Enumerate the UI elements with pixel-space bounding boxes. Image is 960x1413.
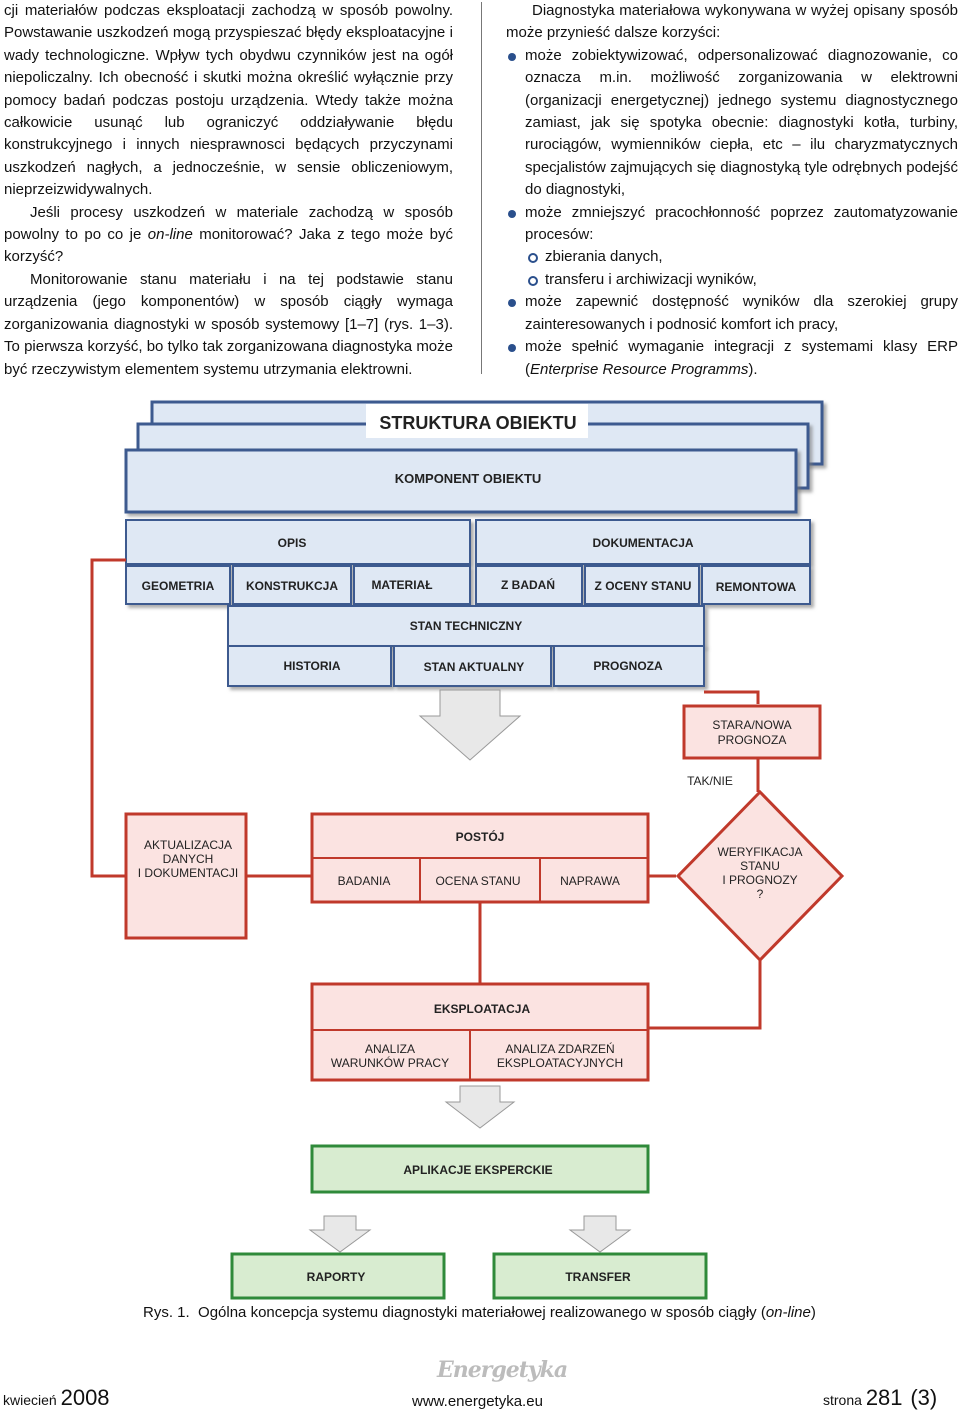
dokumentacja-box bbox=[475, 519, 811, 565]
prognoza-label: PROGNOZA bbox=[593, 659, 663, 673]
stara-nowa-label-2: PROGNOZA bbox=[718, 733, 787, 747]
down-arrow bbox=[418, 689, 522, 761]
footer-url[interactable]: www.energetyka.eu bbox=[412, 1393, 543, 1410]
stan-techniczny-label: STAN TECHNICZNY bbox=[410, 619, 522, 633]
material-label: MATERIAŁ bbox=[371, 578, 432, 592]
raporty-box bbox=[230, 1252, 446, 1300]
dokumentacja-label: DOKUMENTACJA bbox=[592, 536, 693, 550]
stan-techniczny-block: STAN TECHNICZNY HISTORIA STAN AKTUALNY P… bbox=[227, 605, 705, 687]
connector-top bbox=[704, 690, 760, 704]
arrow-to-aplikacje bbox=[444, 1085, 516, 1129]
feedback-line-left bbox=[90, 558, 126, 878]
arrow-to-transfer bbox=[568, 1215, 632, 1253]
footer-page: strona 281 (3) bbox=[823, 1385, 938, 1410]
opis-box bbox=[125, 519, 471, 565]
arrow-to-raporty bbox=[308, 1215, 372, 1253]
weryfikacja-label-2: STANU bbox=[740, 859, 780, 873]
analiza-warunkow-label-2: WARUNKÓW PRACY bbox=[331, 1055, 449, 1070]
right-intro: Diagnostyka materiałowa wykonywana w wyż… bbox=[506, 2, 958, 42]
analiza-zdarzen-label-1: ANALIZA ZDARZEŃ bbox=[505, 1041, 614, 1056]
tak-nie-label: TAK/NIE bbox=[687, 774, 733, 788]
analiza-zdarzen-label-2: EKSPLOATACYJNYCH bbox=[497, 1056, 623, 1070]
struktura-title: STRUKTURA OBIEKTU bbox=[379, 413, 576, 433]
raporty-label: RAPORTY bbox=[307, 1270, 366, 1284]
right-text-column: Diagnostyka materiałowa wykonywana w wyż… bbox=[506, 0, 958, 381]
figure-caption: Rys. 1. Ogólna koncepcja systemu diagnos… bbox=[143, 1304, 816, 1321]
prognoza-box bbox=[553, 645, 705, 687]
struktura-title-bg bbox=[366, 404, 588, 438]
paragraph-1: cji materiałów podczas eksploatacji zach… bbox=[4, 2, 453, 199]
weryfikacja-label-3: I PROGNOZY bbox=[722, 873, 797, 887]
connector-weryfikacja-eksploatacja bbox=[648, 960, 762, 1030]
z-badan-label: Z BADAŃ bbox=[501, 577, 555, 592]
aplikacje-label: APLIKACJE EKSPERCKIE bbox=[403, 1163, 552, 1177]
struktura-stack: STRUKTURA OBIEKTU KOMPONENT OBIEKTU bbox=[124, 400, 824, 514]
postoj-label: POSTÓJ bbox=[456, 829, 505, 844]
weryfikacja-label-4: ? bbox=[757, 887, 764, 901]
weryfikacja-label-1: WERYFIKACJA bbox=[717, 845, 802, 859]
stan-aktualny-label: STAN AKTUALNY bbox=[424, 660, 525, 674]
sub-item: transferu i archiwizacji wyników, bbox=[525, 269, 958, 291]
ocena-stanu-label: OCENA STANU bbox=[435, 874, 520, 888]
konstrukcja-box bbox=[232, 565, 352, 605]
analiza-warunkow-label-1: ANALIZA bbox=[365, 1042, 415, 1056]
system-diagram: STRUKTURA OBIEKTU KOMPONENT OBIEKTU OPIS… bbox=[90, 400, 845, 1300]
konstrukcja-label: KONSTRUKCJA bbox=[246, 579, 338, 593]
geometria-box bbox=[125, 565, 231, 605]
column-divider bbox=[481, 2, 482, 374]
paragraph-3: Monitorowanie stanu materiału i na tej p… bbox=[4, 270, 453, 378]
opis-label: OPIS bbox=[278, 536, 307, 550]
naprawa-label: NAPRAWA bbox=[560, 874, 620, 888]
stack-frame-3 bbox=[124, 448, 798, 514]
eksploatacja-block: EKSPLOATACJA ANALIZA WARUNKÓW PRACY ANAL… bbox=[310, 982, 650, 1082]
postoj-block: POSTÓJ BADANIA OCENA STANU NAPRAWA bbox=[310, 812, 650, 904]
stara-nowa-label-1: STARA/NOWA bbox=[712, 718, 791, 732]
footer-date: kwiecień 2008 bbox=[3, 1385, 110, 1410]
z-badan-box bbox=[475, 565, 583, 605]
benefits-list: może zobiektywizować, odpersonalizować d… bbox=[506, 45, 958, 381]
energetyka-logo: Energetyka bbox=[437, 1357, 568, 1383]
opis-block: OPIS GEOMETRIA KONSTRUKCJA MATERIAŁ bbox=[125, 519, 471, 605]
aktualizacja-label-3: I DOKUMENTACJI bbox=[138, 866, 238, 880]
historia-box bbox=[227, 645, 392, 687]
geometria-label: GEOMETRIA bbox=[142, 579, 215, 593]
historia-label: HISTORIA bbox=[283, 659, 340, 673]
komponent-label: KOMPONENT OBIEKTU bbox=[395, 471, 542, 486]
stara-nowa-box bbox=[682, 704, 822, 760]
stan-aktualny-box bbox=[393, 645, 552, 687]
transfer-box bbox=[492, 1252, 708, 1300]
remontowa-label: REMONTOWA bbox=[716, 580, 797, 594]
benefit-item: może zobiektywizować, odpersonalizować d… bbox=[506, 45, 958, 202]
aktualizacja-label-1: AKTUALIZACJA bbox=[144, 838, 232, 852]
remontowa-box bbox=[701, 565, 811, 605]
material-box bbox=[353, 565, 471, 605]
badania-label: BADANIA bbox=[338, 874, 391, 888]
z-oceny-box bbox=[584, 565, 700, 605]
sub-item: zbierania danych, bbox=[525, 246, 958, 268]
benefit-item: może zapewnić dostępność wyników dla sze… bbox=[506, 291, 958, 336]
aplikacje-box bbox=[310, 1144, 650, 1194]
aktualizacja-label-2: DANYCH bbox=[163, 852, 214, 866]
sub-list: zbierania danych, transferu i archiwizac… bbox=[525, 246, 958, 291]
benefit-item: może spełnić wymaganie integracji z syst… bbox=[506, 336, 958, 381]
stan-techniczny-box bbox=[227, 605, 705, 647]
dokumentacja-block: DOKUMENTACJA Z BADAŃ Z OCENY STANU REMON… bbox=[475, 519, 811, 605]
left-text-column: cji materiałów podczas eksploatacji zach… bbox=[4, 0, 453, 381]
z-oceny-label: Z OCENY STANU bbox=[595, 579, 692, 593]
benefit-item: może zmniejszyć pracochłonność poprzez z… bbox=[506, 202, 958, 292]
transfer-label: TRANSFER bbox=[565, 1270, 631, 1284]
paragraph-2: Jeśli procesy uszkodzeń w materiale zach… bbox=[4, 203, 453, 266]
eksploatacja-label: EKSPLOATACJA bbox=[434, 1002, 531, 1016]
eksploatacja-box bbox=[310, 982, 650, 1082]
